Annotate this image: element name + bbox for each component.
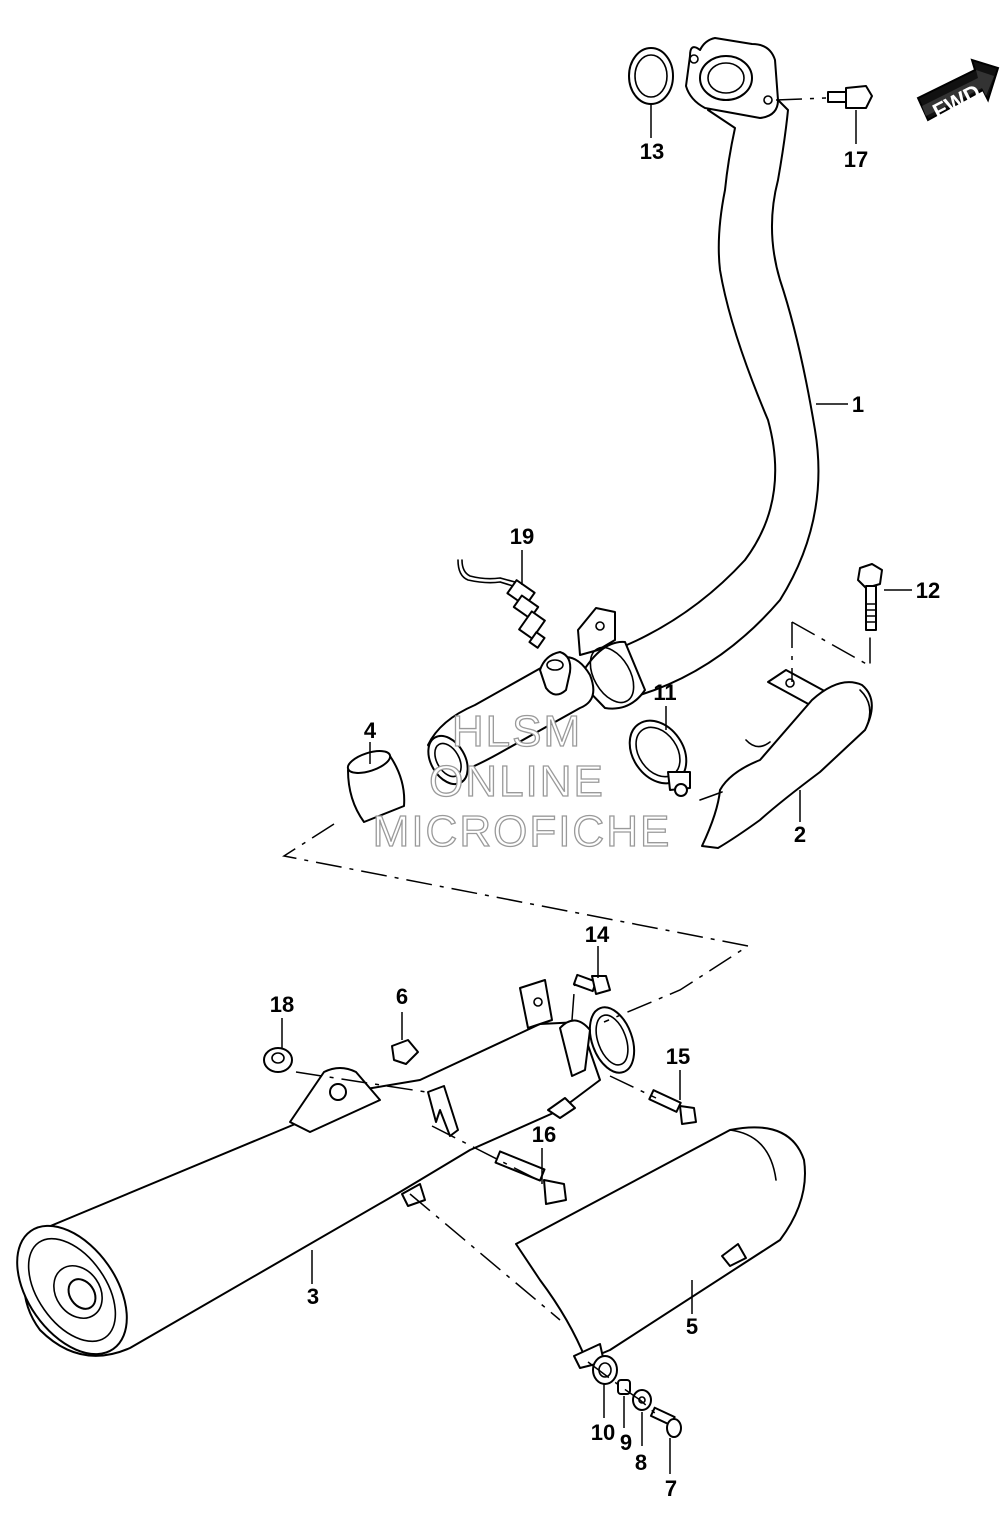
callout-10: 10 — [591, 1420, 615, 1445]
callout-4: 4 — [364, 718, 377, 743]
part-13-gasket — [628, 47, 674, 105]
callout-9: 9 — [620, 1430, 632, 1455]
callout-7: 7 — [665, 1476, 677, 1501]
part-1-exhaust-pipe — [427, 37, 820, 786]
callout-19: 19 — [510, 524, 534, 549]
callout-11: 11 — [653, 680, 676, 705]
leader-lines — [281, 104, 912, 1474]
callout-3: 3 — [307, 1284, 319, 1309]
callout-2: 2 — [794, 822, 806, 847]
watermark-line1: HLSM — [452, 707, 582, 756]
part-8-washer — [632, 1389, 652, 1411]
callout-1: 1 — [852, 392, 864, 417]
callout-18: 18 — [270, 992, 294, 1017]
part-14-bolt — [572, 973, 611, 995]
callout-15: 15 — [666, 1044, 690, 1069]
part-10-grommet — [592, 1355, 618, 1385]
part-3-muffler — [16, 979, 636, 1357]
fwd-arrow-icon: FWD — [916, 58, 1000, 124]
callout-12: 12 — [916, 578, 940, 603]
callout-5: 5 — [686, 1314, 698, 1339]
part-18-nut — [263, 1047, 293, 1073]
part-16-bolt — [494, 1150, 567, 1205]
callout-8: 8 — [635, 1450, 647, 1475]
callouts: 13 17 1 19 12 11 4 2 14 6 18 15 16 3 5 1… — [270, 139, 940, 1501]
callout-17: 17 — [844, 147, 868, 172]
part-7-bolt — [649, 1406, 682, 1438]
callout-6: 6 — [396, 984, 408, 1009]
part-19-oxygen-sensor — [457, 559, 546, 649]
part-5-muffler-cover — [515, 1126, 806, 1369]
watermark: HLSM ONLINE MICROFICHE — [372, 706, 672, 856]
assembly-guide-lines — [282, 97, 871, 1415]
watermark-line3: MICROFICHE — [373, 807, 672, 856]
part-12-bolt — [857, 563, 883, 631]
watermark-line2: ONLINE — [429, 757, 605, 806]
callout-14: 14 — [585, 922, 610, 947]
part-15-bolt — [648, 1089, 697, 1125]
part-17-bolt — [827, 85, 873, 109]
part-11-hose-clamp — [628, 719, 691, 797]
callout-13: 13 — [640, 139, 664, 164]
part-2-heat-shield — [699, 669, 873, 849]
callout-16: 16 — [532, 1122, 556, 1147]
part-4-sleeve — [346, 750, 406, 823]
